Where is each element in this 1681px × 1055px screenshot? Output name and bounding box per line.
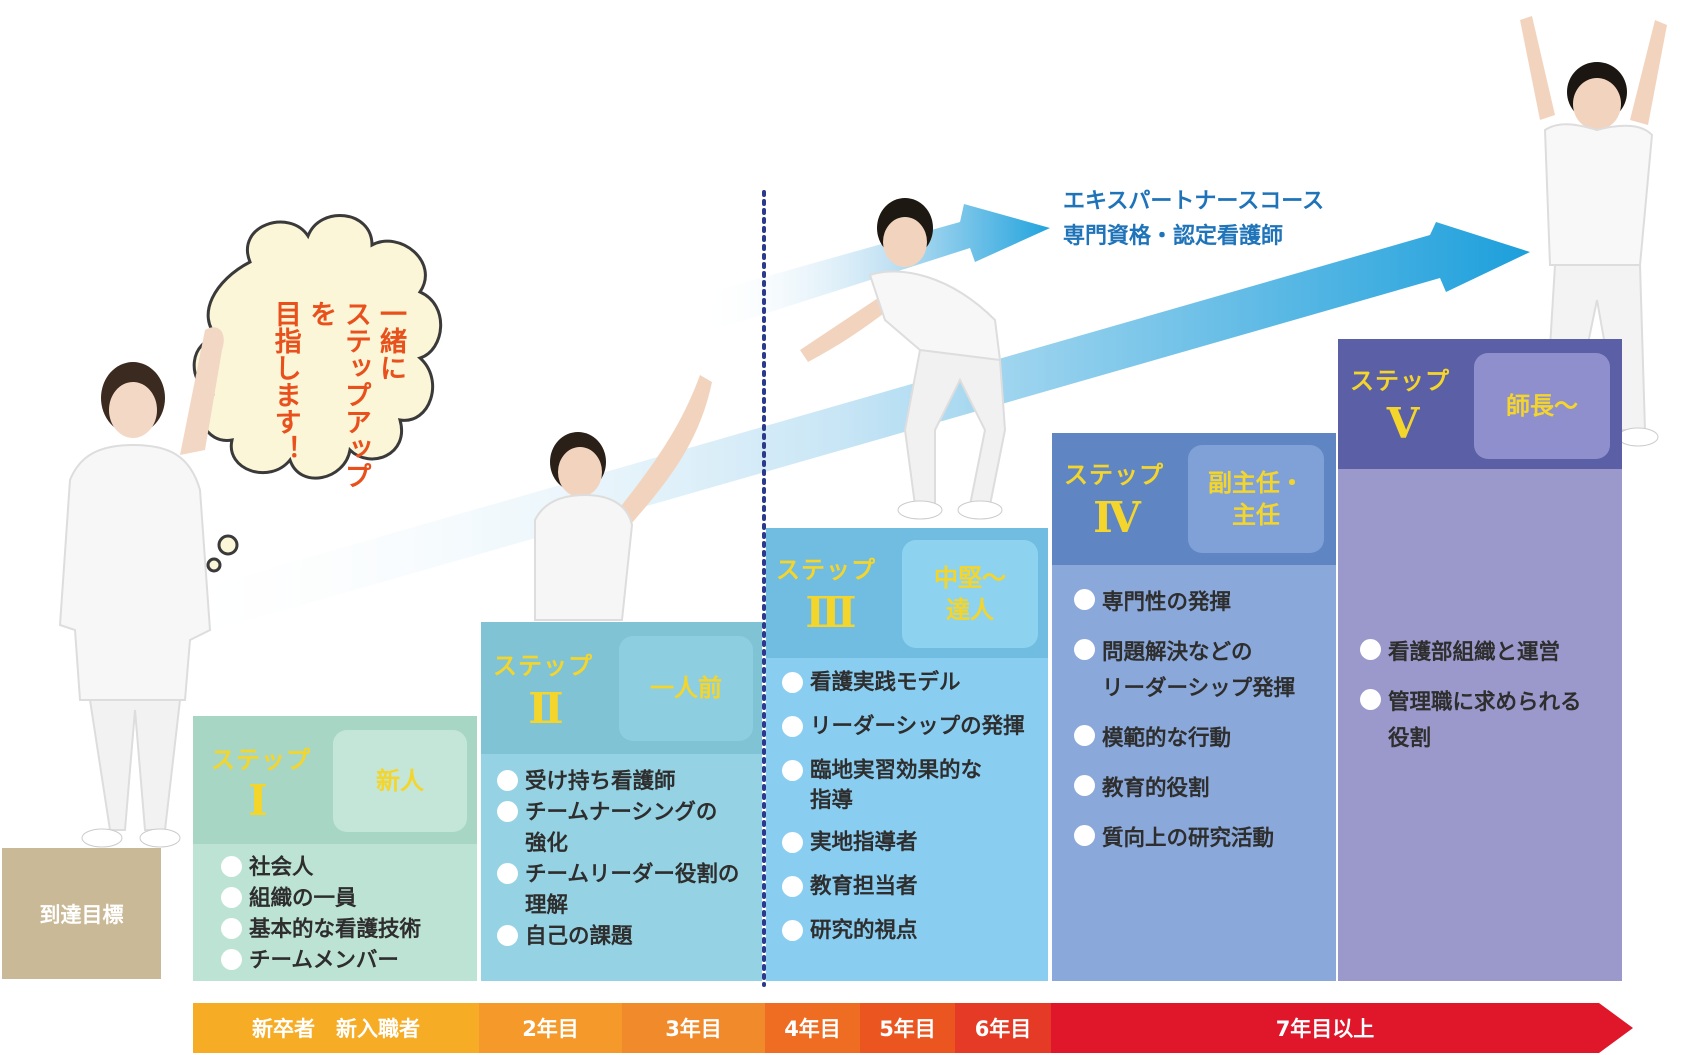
step-5-numeral: Ⅴ xyxy=(1386,399,1420,448)
timeline-segment: 5年目 xyxy=(860,1003,955,1053)
nurse-woman-icon xyxy=(58,327,224,848)
timeline-segment: 6年目 xyxy=(955,1003,1051,1053)
list-item: 模範的な行動 xyxy=(1074,721,1295,757)
list-item: 実地指導者 xyxy=(782,828,1025,858)
list-item: リーダーシップの発揮 xyxy=(782,712,1025,742)
step-5-role: 師長～ xyxy=(1474,353,1610,459)
goal-box: 到達目標 xyxy=(2,848,161,979)
timeline-label: 7年目以上 xyxy=(1275,1017,1375,1041)
step-3-items: 看護実践モデル リーダーシップの発揮 臨地実習効果的な 指導 実地指導者 教育担… xyxy=(782,668,1025,946)
timeline-label: 2年目 xyxy=(522,1017,579,1041)
list-item: 教育的役割 xyxy=(1074,771,1295,807)
step-1-column: ステップ Ⅰ 新人 社会人 組織の一員 基本的な看護技術 チームメンバー xyxy=(193,716,477,981)
timeline-label: 新卒者 新入職者 xyxy=(252,1017,420,1041)
list-item: 問題解決などの リーダーシップ発揮 xyxy=(1074,635,1295,707)
timeline-segment: 3年目 xyxy=(622,1003,765,1053)
timeline-arrow-head-icon xyxy=(1599,1003,1633,1053)
step-4-role: 副主任・ 主任 xyxy=(1188,445,1324,553)
list-item: 臨地実習効果的な 指導 xyxy=(782,756,1025,816)
growth-arrow-main xyxy=(160,222,1530,643)
step-4-items: 専門性の発揮 問題解決などの リーダーシップ発揮 模範的な行動 教育的役割 質向… xyxy=(1074,585,1295,857)
list-item: 受け持ち看護師 xyxy=(497,766,739,797)
list-item: 組織の一員 xyxy=(221,883,421,914)
step-5-word: ステップ xyxy=(1350,367,1450,395)
step-2-column: ステップ Ⅱ 一人前 受け持ち看護師 チームナーシングの 強化 チームリーダー役… xyxy=(481,622,762,981)
list-item: 質向上の研究活動 xyxy=(1074,821,1295,857)
step-2-word: ステップ xyxy=(493,652,593,680)
list-item: チームメンバー xyxy=(221,945,421,976)
step-1-numeral: Ⅰ xyxy=(248,776,268,825)
expert-course-line2: 専門資格・認定看護師 xyxy=(1063,224,1284,250)
timeline-segment: 2年目 xyxy=(479,1003,622,1053)
list-item: 教育担当者 xyxy=(782,872,1025,902)
step-1-items: 社会人 組織の一員 基本的な看護技術 チームメンバー xyxy=(221,852,421,976)
list-item: 自己の課題 xyxy=(497,921,739,952)
timeline-segment: 4年目 xyxy=(765,1003,860,1053)
timeline-label: 5年目 xyxy=(879,1017,936,1041)
step-2-items: 受け持ち看護師 チームナーシングの 強化 チームリーダー役割の 理解 自己の課題 xyxy=(497,766,739,952)
timeline-label: 4年目 xyxy=(784,1017,841,1041)
nurse-man-helping-icon xyxy=(800,198,1007,520)
step-5-column: ステップ Ⅴ 師長～ 看護部組織と運営 管理職に求められる 役割 xyxy=(1338,339,1622,981)
step-1-role: 新人 xyxy=(333,730,467,832)
speech-bubble-text: 一緒に ステップアップを 目指します！ xyxy=(269,300,406,489)
growth-arrow-expert xyxy=(700,204,1050,332)
step-4-column: ステップ Ⅳ 副主任・ 主任 専門性の発揮 問題解決などの リーダーシップ発揮 … xyxy=(1052,433,1336,981)
step-3-role: 中堅～ 達人 xyxy=(902,540,1038,648)
list-item: 基本的な看護技術 xyxy=(221,914,421,945)
list-item: 研究的視点 xyxy=(782,916,1025,946)
list-item: チームナーシングの 強化 xyxy=(497,797,739,859)
step-2-numeral: Ⅱ xyxy=(528,684,564,733)
list-item: 看護部組織と運営 xyxy=(1360,635,1582,671)
step-4-word: ステップ xyxy=(1064,461,1164,489)
timeline-label: 3年目 xyxy=(665,1017,722,1041)
list-item: 管理職に求められる 役割 xyxy=(1360,685,1582,757)
timeline-segment: 7年目以上 xyxy=(1051,1003,1599,1053)
list-item: チームリーダー役割の 理解 xyxy=(497,859,739,921)
step-3-word: ステップ xyxy=(776,556,876,584)
expert-course-label: エキスパートナースコース 専門資格・認定看護師 xyxy=(1063,184,1324,254)
timeline-bar: 新卒者 新入職者 2年目 3年目 4年目 5年目 6年目 7年目以上 xyxy=(193,1003,1633,1053)
step-5-items: 看護部組織と運営 管理職に求められる 役割 xyxy=(1360,635,1582,757)
step-2-role: 一人前 xyxy=(619,636,753,741)
list-item: 社会人 xyxy=(221,852,421,883)
list-item: 専門性の発揮 xyxy=(1074,585,1295,621)
timeline-label: 6年目 xyxy=(974,1017,1032,1041)
list-item: 看護実践モデル xyxy=(782,668,1025,698)
goal-label: 到達目標 xyxy=(39,902,124,927)
step-3-column: ステップ Ⅲ 中堅～ 達人 看護実践モデル リーダーシップの発揮 臨地実習効果的… xyxy=(766,528,1048,981)
step-1-word: ステップ xyxy=(211,746,311,774)
expert-course-line1: エキスパートナースコース xyxy=(1063,189,1325,214)
timeline-segment: 新卒者 新入職者 xyxy=(193,1003,479,1053)
step-3-numeral: Ⅲ xyxy=(805,588,857,637)
step-4-numeral: Ⅳ xyxy=(1093,493,1141,542)
nurse-man-reaching-icon xyxy=(534,375,712,621)
